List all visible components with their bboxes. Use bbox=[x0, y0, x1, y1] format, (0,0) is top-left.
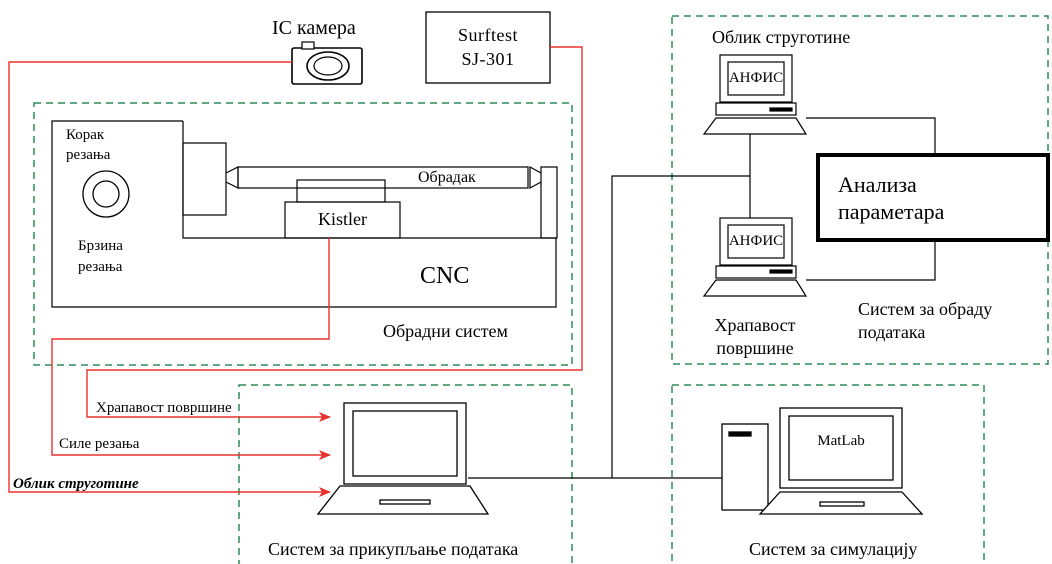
simulation-system-label: Систем за симулацију bbox=[749, 539, 918, 559]
anfis-top-label: АНФИС bbox=[728, 70, 784, 86]
analysis-box bbox=[816, 153, 1050, 242]
surftest-name: Surftest bbox=[458, 25, 518, 45]
machining-system-label: Обрадни систем bbox=[383, 321, 508, 341]
anfis-computer-bottom bbox=[702, 217, 808, 297]
roughness-label: Храпавост површине bbox=[714, 315, 796, 358]
matlab-label: MatLab bbox=[817, 433, 865, 449]
signal-lines bbox=[8, 46, 583, 497]
surftest-box bbox=[425, 11, 551, 84]
acquisition-laptop-icon bbox=[316, 402, 490, 515]
speed-label: Брзина резања bbox=[78, 238, 123, 275]
processing-system-label: Систем за обраду података bbox=[858, 299, 993, 342]
chip-shape-signal bbox=[8, 61, 331, 497]
anfis-computer-top bbox=[702, 54, 808, 135]
anfis-bottom-label: АНФИС bbox=[728, 233, 784, 249]
chip-arrow-label: Облик струготине bbox=[13, 476, 139, 492]
spindle-icon bbox=[82, 170, 130, 218]
camera-icon bbox=[291, 41, 363, 85]
surftest-model: SJ-301 bbox=[461, 49, 515, 69]
analysis-label: Анализа параметара bbox=[838, 172, 945, 224]
roughness-signal bbox=[86, 46, 583, 422]
simulation-system-border bbox=[671, 384, 985, 564]
feed-label: Корак резања bbox=[66, 127, 111, 163]
cnc-label: CNC bbox=[420, 263, 470, 289]
roughness-arrow-label: Храпавост површине bbox=[96, 400, 232, 416]
kistler-label: Kistler bbox=[318, 209, 367, 229]
matlab-computer-icon bbox=[721, 407, 924, 515]
force-signal bbox=[51, 238, 331, 460]
machine-tool bbox=[51, 120, 558, 308]
data-connections bbox=[468, 117, 936, 479]
acquisition-system-label: Систем за прикупљање података bbox=[268, 539, 519, 559]
chip-shape-title: Облик струготине bbox=[712, 27, 851, 47]
workpiece-label: Обрадак bbox=[418, 169, 476, 186]
camera-label: IC камера bbox=[272, 17, 356, 39]
processing-system-border bbox=[671, 15, 1049, 365]
acquisition-system-border bbox=[238, 384, 573, 564]
machining-system-border bbox=[33, 102, 573, 366]
forces-arrow-label: Силе резања bbox=[59, 436, 140, 452]
